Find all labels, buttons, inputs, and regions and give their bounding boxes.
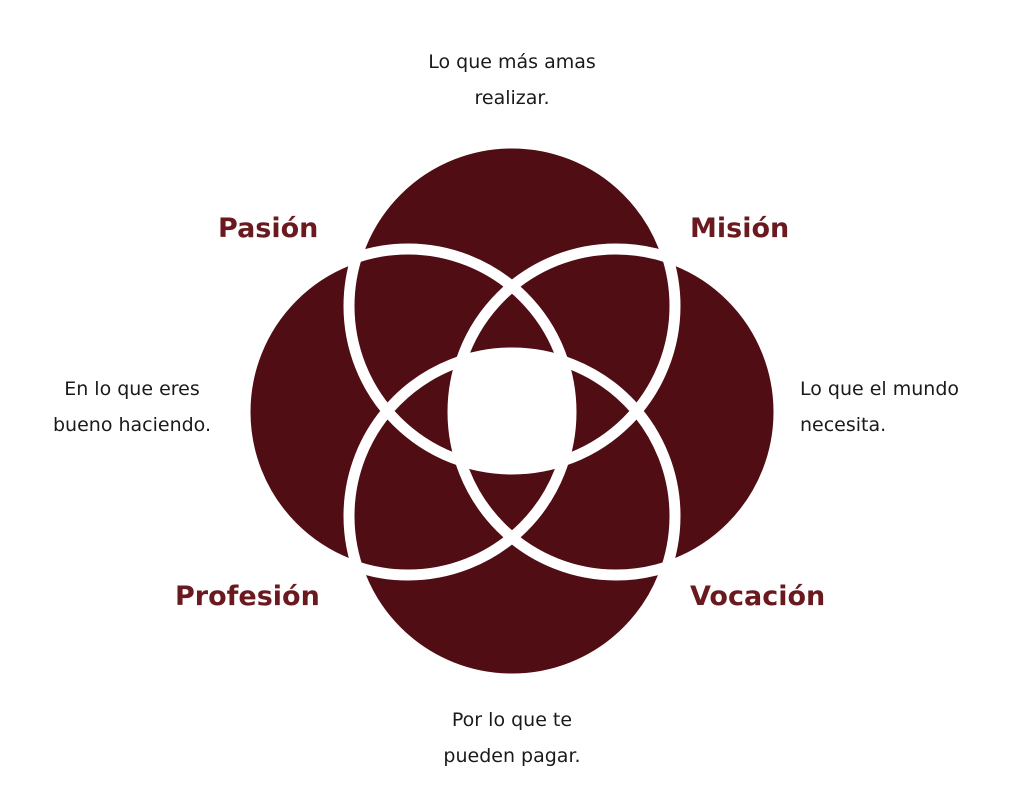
circle-right — [453, 249, 779, 575]
description-line: pueden pagar. — [443, 745, 581, 767]
description-left: En lo que eres bueno haciendo. — [22, 371, 242, 443]
description-bottom: Por lo que te pueden pagar. — [400, 702, 624, 774]
description-line: Lo que el mundo — [800, 378, 960, 400]
description-top: Lo que más amas realizar. — [392, 44, 632, 116]
description-line: Por lo que te — [451, 709, 573, 731]
description-right: Lo que el mundo necesita. — [800, 371, 990, 443]
description-line: bueno haciendo. — [52, 414, 212, 436]
description-line: Lo que más amas — [428, 51, 596, 73]
label-profesion: Profesión — [175, 581, 320, 612]
description-line: En lo que eres — [64, 378, 200, 400]
label-mision: Misión — [690, 213, 790, 244]
label-pasion: Pasión — [218, 213, 319, 244]
center-intersection — [453, 353, 571, 469]
label-vocacion: Vocación — [690, 581, 826, 612]
description-line: necesita. — [800, 414, 887, 436]
description-line: realizar. — [474, 87, 550, 109]
